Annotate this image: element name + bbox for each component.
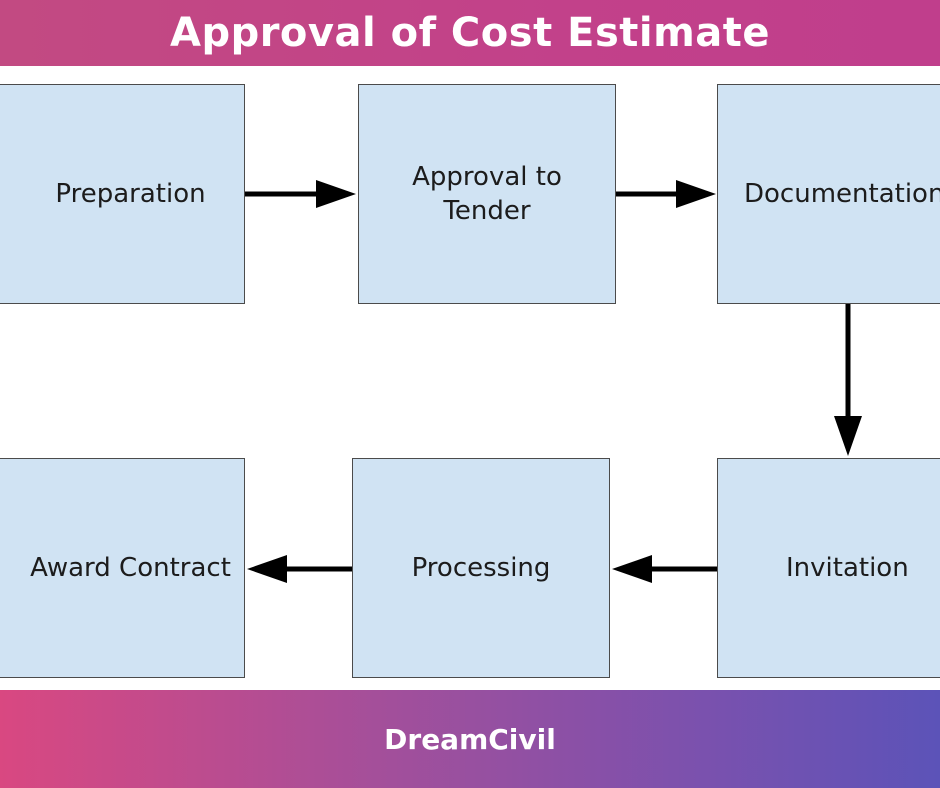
step-processing: Processing — [352, 458, 610, 678]
step-approval-to-tender: Approval to Tender — [358, 84, 616, 304]
footer-banner: DreamCivil — [0, 690, 940, 788]
step-approval-to-tender-label: Approval to Tender — [412, 162, 562, 226]
step-award-contract-label: Award Contract — [30, 553, 231, 583]
step-documentation-label: Documentation — [744, 179, 940, 209]
step-invitation-label: Invitation — [786, 553, 909, 583]
brand-name: DreamCivil — [384, 722, 556, 756]
flow-diagram: Preparation Approval to Tender Documenta… — [0, 66, 940, 690]
step-invitation: Invitation — [717, 458, 940, 678]
step-processing-label: Processing — [411, 553, 551, 583]
arrow-invitation-to-processing — [612, 555, 717, 583]
step-preparation-label: Preparation — [55, 179, 206, 209]
arrow-preparation-to-approval — [245, 180, 356, 208]
arrow-processing-to-award — [247, 555, 352, 583]
flow-arrows — [245, 180, 862, 583]
header-banner: Approval of Cost Estimate — [0, 0, 940, 66]
page-title: Approval of Cost Estimate — [169, 10, 771, 56]
step-documentation: Documentation — [717, 84, 940, 304]
arrow-approval-to-documentation — [616, 180, 716, 208]
step-award-contract: Award Contract — [0, 458, 245, 678]
arrow-documentation-to-invitation — [834, 304, 862, 456]
step-preparation: Preparation — [0, 84, 245, 304]
